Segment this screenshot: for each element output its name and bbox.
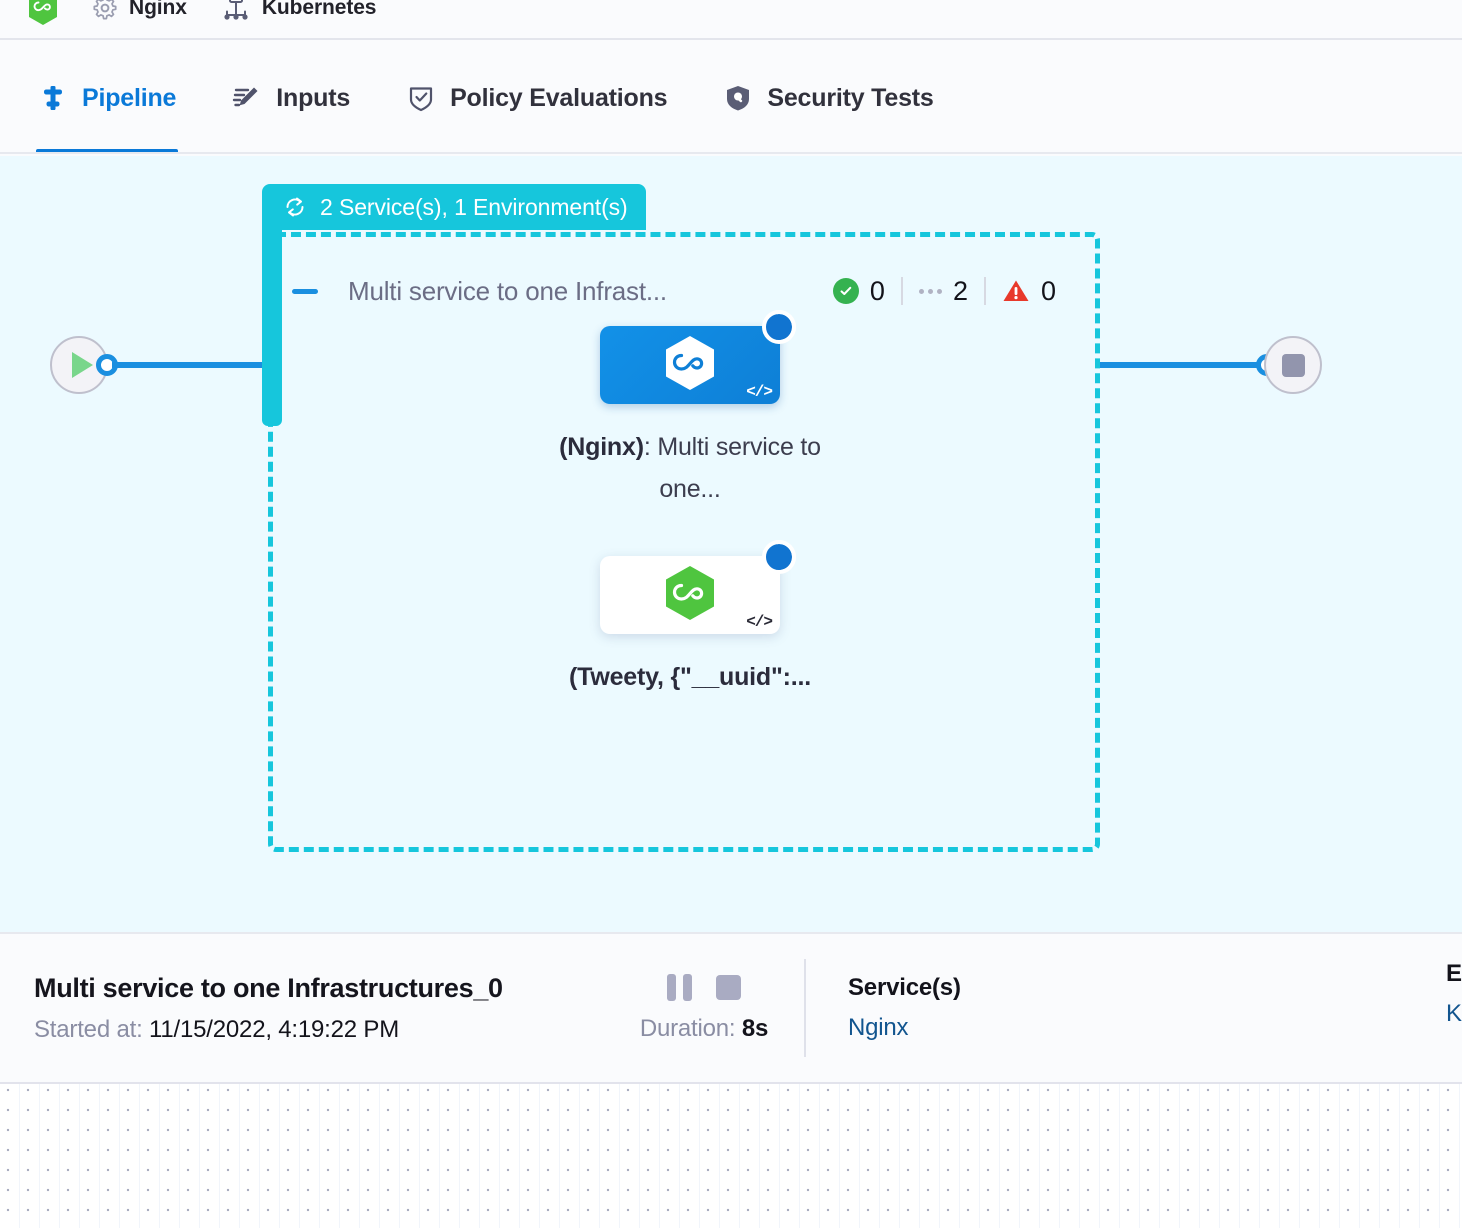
environments-value[interactable]: Kub — [1446, 1000, 1462, 1027]
breadcrumb-item-kubernetes[interactable]: Kubernetes — [221, 0, 377, 23]
node-label-bold: (Nginx) — [559, 433, 644, 461]
tab-label: Pipeline — [82, 83, 177, 112]
services-header: Service(s) — [848, 974, 961, 1001]
duration-value: 8s — [741, 1014, 769, 1042]
pipeline-node-nginx[interactable]: </> (Nginx): Multi service to one... — [540, 303, 840, 510]
tab-policy-evaluations[interactable]: Policy Evaluations — [406, 42, 695, 154]
node-label-bold: (Tweety, {"__uuid":... — [568, 663, 812, 691]
stage-group-title: Multi service to one Infrast... — [348, 275, 667, 306]
environments-header: Envi — [1446, 960, 1462, 987]
loop-rotate-icon — [286, 197, 304, 217]
execution-summary: Multi service to one Infrastructures_0 S… — [34, 973, 614, 1044]
node-label: (Nginx): Multi service to one... — [540, 426, 840, 510]
stop-icon[interactable] — [716, 974, 741, 1000]
status-count-value: 0 — [1040, 275, 1056, 306]
connector-line-start — [112, 362, 264, 368]
status-counts: 0 2 0 — [817, 276, 1072, 307]
stage-group-badge[interactable]: 2 Service(s), 1 Environment(s) — [262, 184, 646, 230]
running-spinner-icon — [755, 533, 803, 581]
execution-controls — [604, 973, 804, 1001]
gear-icon — [93, 0, 117, 20]
execution-duration-block: Duration: 8s — [604, 973, 804, 1043]
shield-scan-icon — [727, 86, 750, 111]
tab-inputs[interactable]: Inputs — [232, 42, 378, 154]
status-count-success: 0 — [817, 276, 901, 307]
connector-line-end — [1098, 362, 1260, 368]
status-count-value: 0 — [869, 275, 885, 306]
execution-title: Multi service to one Infrastructures_0 — [34, 972, 503, 1003]
environments-column: Envi Kub — [1404, 960, 1462, 1028]
node-card[interactable]: </> — [600, 303, 803, 404]
tabbar-divider — [0, 152, 1462, 154]
tab-label: Inputs — [276, 83, 351, 112]
breadcrumb-item-nginx[interactable]: Nginx — [92, 0, 187, 21]
dots-icon — [918, 288, 942, 294]
pause-icon[interactable] — [667, 973, 692, 1001]
tab-security-tests[interactable]: Security Tests — [723, 42, 961, 154]
execution-started: Started at: 11/15/2022, 4:19:22 PM — [34, 1016, 614, 1044]
stage-group-boundary — [268, 232, 1100, 852]
pipeline-node-tweety[interactable]: </> (Tweety, {"__uuid":... — [540, 533, 840, 698]
kubernetes-icon — [224, 0, 248, 20]
node-label: (Tweety, {"__uuid":... — [540, 656, 840, 698]
stop-icon — [1281, 353, 1305, 377]
harness-hexagon-green-icon — [666, 566, 714, 620]
harness-hexagon-white-icon — [666, 336, 714, 390]
collapse-toggle-icon[interactable] — [292, 288, 318, 294]
breadcrumb-label: Nginx — [129, 0, 187, 19]
status-count-failed: 0 — [986, 276, 1072, 307]
tab-active-underline — [36, 149, 179, 154]
pipeline-canvas[interactable]: 2 Service(s), 1 Environment(s) Multi ser… — [0, 156, 1462, 932]
tab-label: Policy Evaluations — [450, 83, 668, 112]
started-value: 11/15/2022, 4:19:22 PM — [149, 1015, 400, 1043]
end-node[interactable] — [1264, 336, 1322, 394]
pencil-lines-icon — [233, 87, 258, 107]
node-label-rest: : Multi service to one... — [643, 433, 821, 503]
stage-group-header: Multi service to one Infrast... 0 2 — [292, 268, 1072, 314]
code-brackets-icon[interactable]: </> — [746, 613, 773, 631]
code-brackets-icon[interactable]: </> — [746, 383, 773, 401]
services-value[interactable]: Nginx — [848, 1014, 909, 1041]
tab-bar: Pipeline Inputs Policy Evaluations Se — [0, 42, 1462, 154]
warning-triangle-icon — [1003, 280, 1029, 301]
tab-pipeline[interactable]: Pipeline — [36, 42, 204, 154]
services-column: Service(s) Nginx — [806, 974, 961, 1042]
node-card[interactable]: </> — [600, 533, 803, 634]
pipeline-icon — [44, 86, 62, 110]
breadcrumb-strip: Nginx Kubernetes — [0, 0, 1462, 40]
execution-duration: Duration: 8s — [604, 1015, 804, 1043]
shield-check-icon — [409, 87, 433, 112]
canvas-grid-background — [0, 1082, 1462, 1228]
status-divider — [983, 277, 986, 305]
breadcrumb-label: Kubernetes — [261, 0, 377, 19]
play-icon — [71, 352, 93, 378]
strip-divider — [0, 38, 1462, 40]
running-spinner-icon — [755, 303, 803, 351]
stage-group-spine — [262, 226, 282, 426]
status-divider — [900, 277, 903, 305]
status-count-value: 2 — [952, 275, 968, 306]
status-count-running: 2 — [903, 276, 984, 307]
duration-label: Duration: — [639, 1014, 736, 1042]
infobar-divider — [804, 959, 806, 1057]
harness-hexagon-green-icon — [29, 0, 57, 25]
execution-info-bar: Multi service to one Infrastructures_0 S… — [0, 932, 1462, 1082]
tab-label: Security Tests — [767, 83, 934, 112]
started-label: Started at: — [34, 1015, 143, 1043]
check-circle-icon — [832, 278, 859, 304]
breadcrumb-leading-logo — [28, 0, 58, 25]
stage-group-badge-label: 2 Service(s), 1 Environment(s) — [320, 193, 628, 220]
